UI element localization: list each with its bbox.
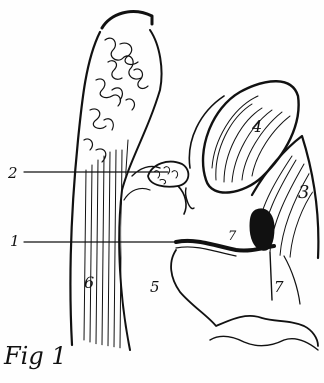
label-1: 1 [10,232,20,250]
figure-caption: Fig 1 [3,342,67,370]
bone-outline [70,32,100,345]
label-3: 3 [298,182,309,203]
label-6: 6 [84,273,94,292]
label-4: 4 [251,117,262,136]
label-5: 5 [150,278,160,296]
structure-7-blob [250,209,274,250]
label-7-upper: 7 [228,229,237,244]
lower-contour [171,250,318,346]
label-7-lower: 7 [274,278,284,296]
structure-4-outline [203,81,299,192]
bone-top-cap [102,12,152,28]
label-2: 2 [7,164,18,182]
